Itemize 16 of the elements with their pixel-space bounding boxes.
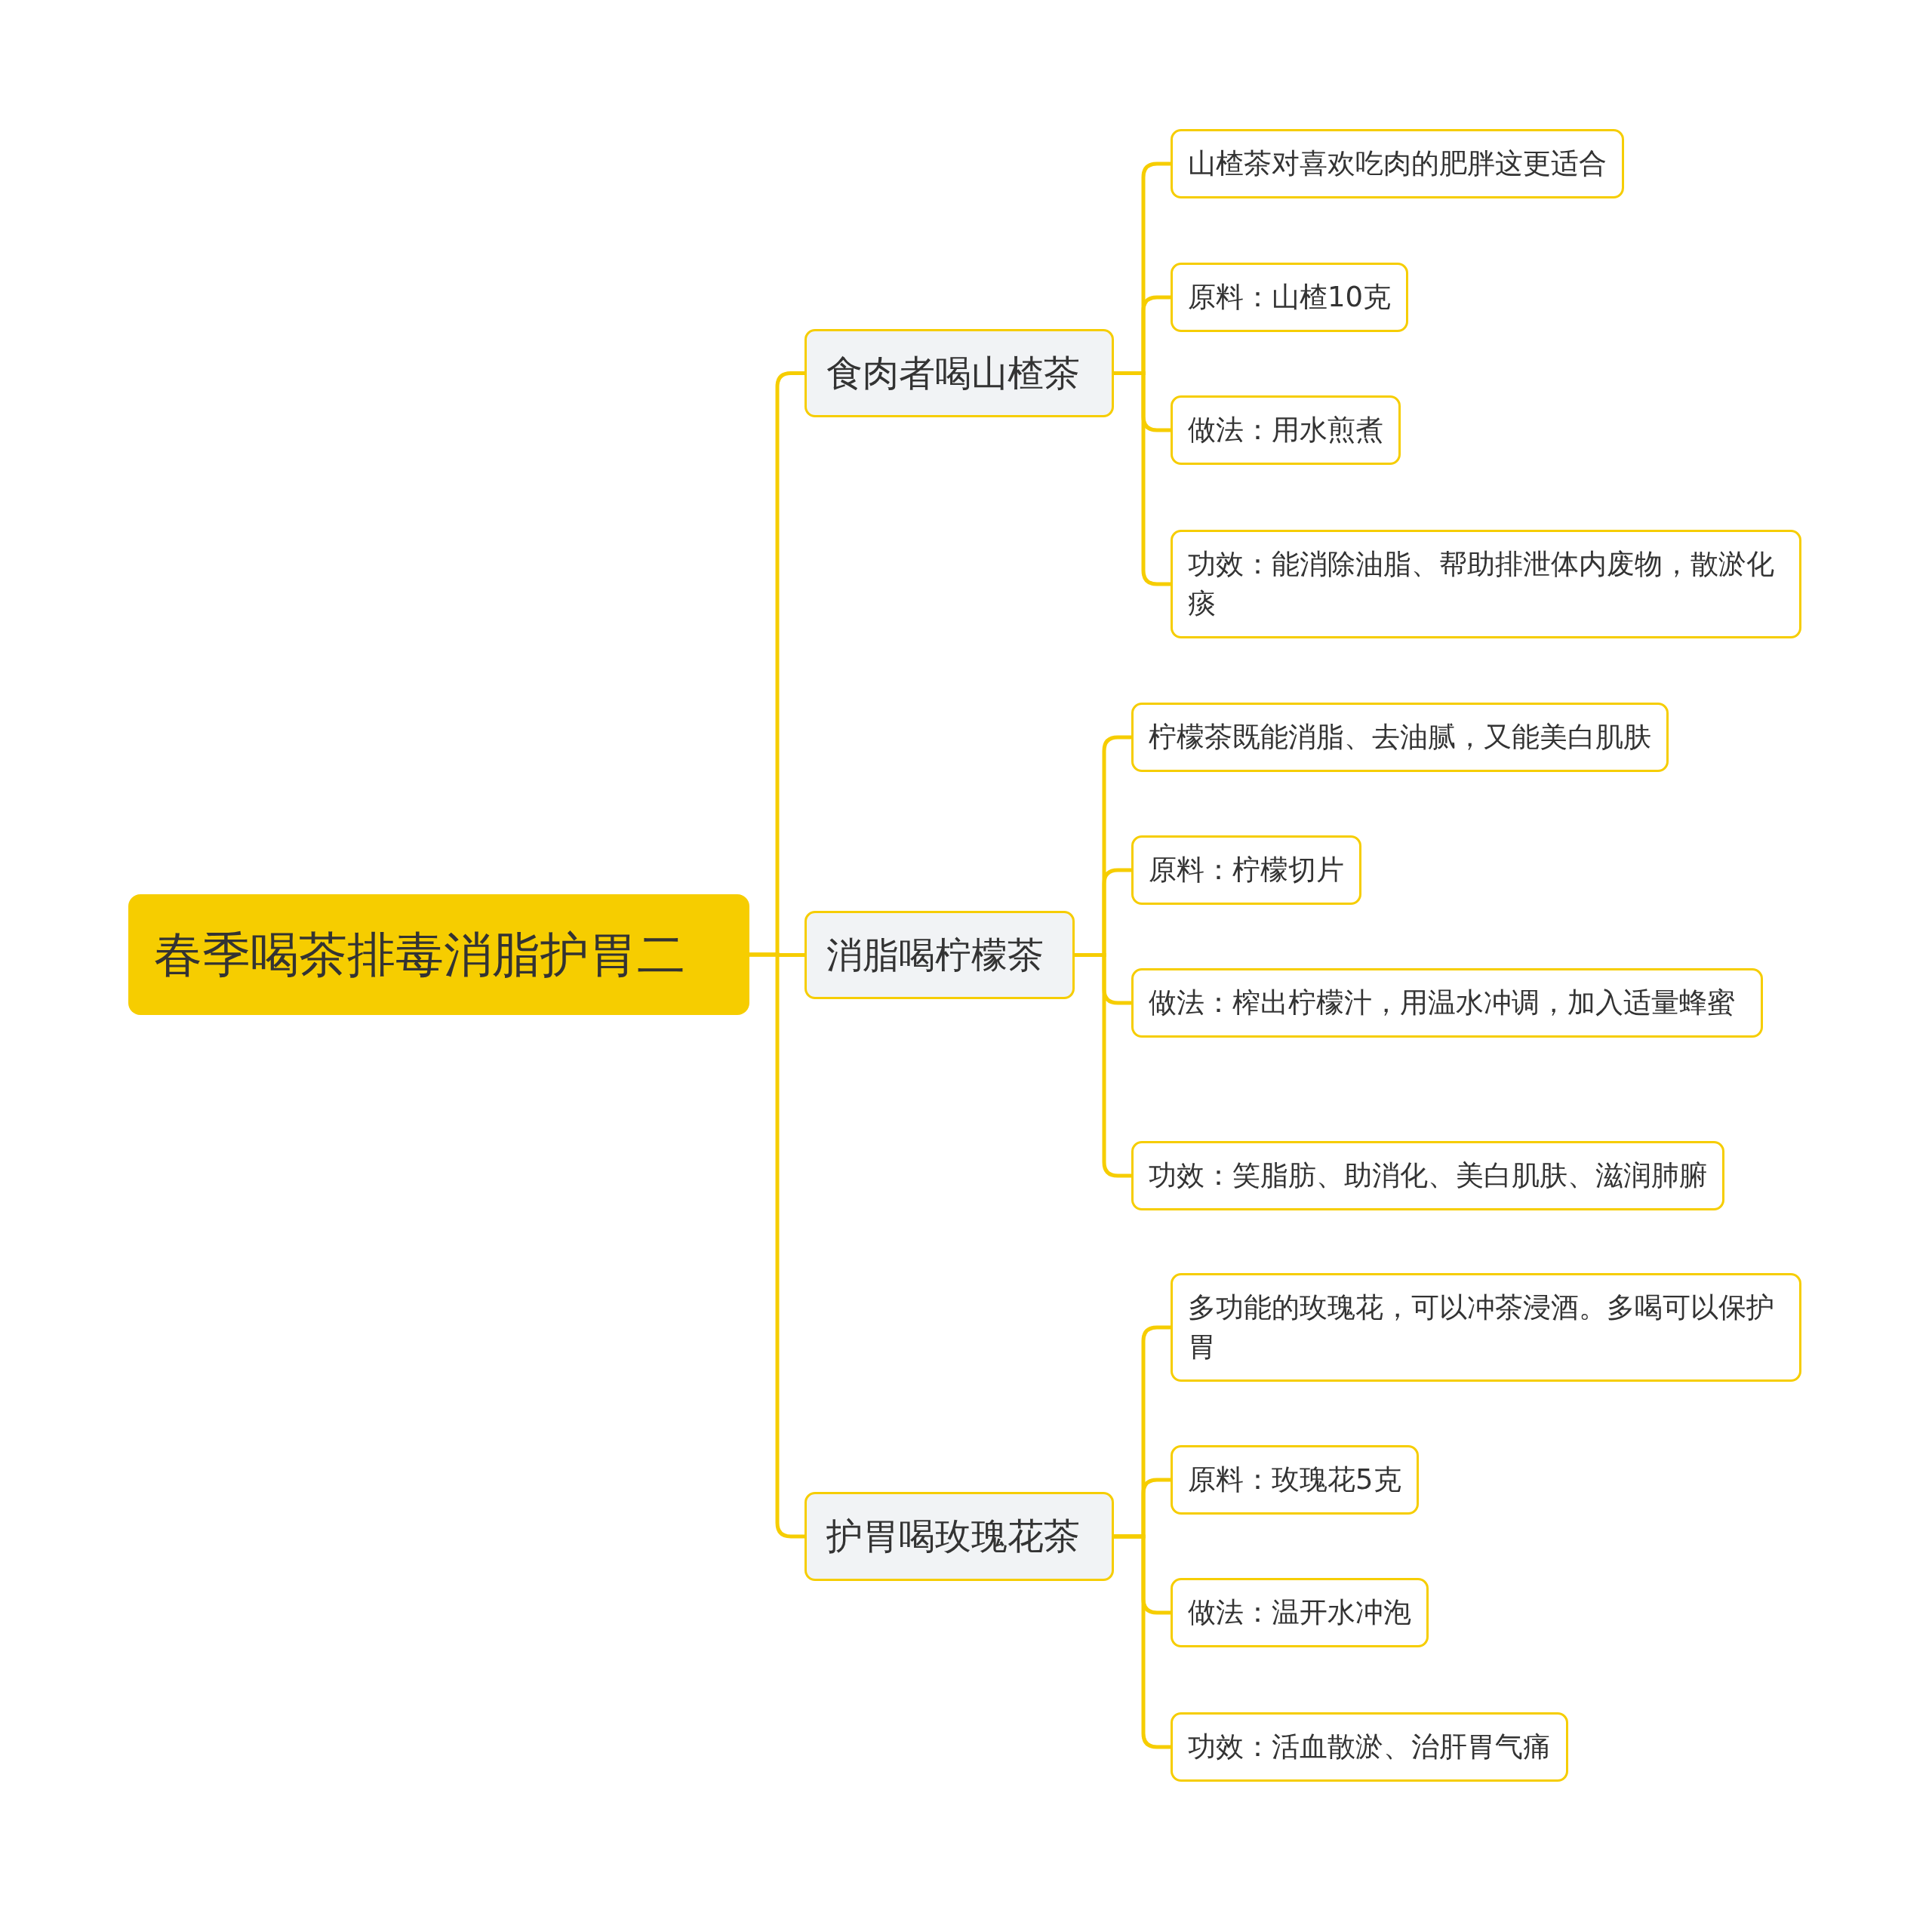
subtopic-box: 做法：温开水冲泡 [1171,1578,1429,1647]
subtopic-box: 柠檬茶既能消脂、去油腻，又能美白肌肤 [1131,703,1669,772]
subtopic-box: 多功能的玫瑰花，可以冲茶浸酒。多喝可以保护胃 [1171,1273,1801,1382]
subtopic-box: 功效：能消除油脂、帮助排泄体内废物，散淤化痰 [1171,530,1801,638]
subtopic-box: 做法：榨出柠檬汁，用温水冲调，加入适量蜂蜜 [1131,968,1763,1038]
subtopic-box: 功效：笑脂肪、助消化、美白肌肤、滋润肺腑 [1131,1141,1724,1210]
main-topic-box: 食肉者喝山楂茶 [804,329,1114,417]
subtopic-box: 原料：柠檬切片 [1131,835,1361,905]
subtopic-box: 山楂茶对喜欢吃肉的肥胖这更适合 [1171,129,1624,198]
subtopic-box: 原料：玫瑰花5克 [1171,1445,1419,1515]
subtopic-box: 原料：山楂10克 [1171,263,1409,332]
subtopic-box: 做法：用水煎煮 [1171,395,1401,465]
main-topic-box: 消脂喝柠檬茶 [804,911,1075,999]
main-topic-box: 护胃喝玫瑰花茶 [804,1492,1114,1581]
subtopic-box: 功效：活血散淤、治肝胃气痛 [1171,1712,1568,1782]
central-topic: 春季喝茶排毒消脂护胃二 [128,894,749,1015]
